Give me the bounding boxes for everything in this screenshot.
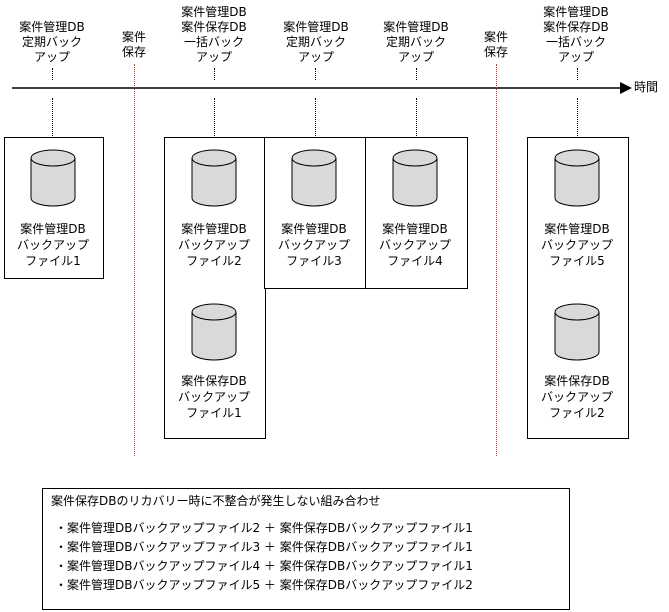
event-label-4: 案件管理DB 定期バック アップ bbox=[283, 20, 349, 64]
legend-box: 案件保存DBのリカバリー時に不整合が発生しない組み合わせ ・案件管理DBバックア… bbox=[42, 488, 570, 610]
connector-top-5 bbox=[416, 68, 417, 80]
database-icon bbox=[30, 149, 76, 207]
backup-box-3 bbox=[264, 137, 367, 289]
save-line-2 bbox=[496, 64, 497, 456]
connector-event-4 bbox=[315, 98, 316, 138]
event-label-3: 案件管理DB 案件保存DB 一括バック アップ bbox=[181, 5, 247, 64]
connector-event-7 bbox=[577, 98, 578, 138]
database-icon bbox=[291, 149, 337, 207]
database-icon bbox=[191, 149, 237, 207]
legend-row: ・案件管理DBバックアップファイル4 ＋ 案件保存DBバックアップファイル1 bbox=[55, 559, 473, 573]
database-icon bbox=[392, 149, 438, 207]
file-label-mgmt1: 案件管理DB バックアップ ファイル1 bbox=[16, 222, 89, 268]
event-label-2: 案件 保存 bbox=[121, 30, 146, 59]
event-label-1: 案件管理DB 定期バック アップ bbox=[19, 20, 85, 64]
connector-event-3 bbox=[214, 98, 215, 138]
database-icon bbox=[554, 149, 600, 207]
connector-top-4 bbox=[315, 68, 316, 80]
connector-top-3 bbox=[214, 68, 215, 80]
connector-top-7 bbox=[577, 68, 578, 80]
database-icon bbox=[191, 303, 237, 361]
connector-top-1 bbox=[52, 68, 53, 80]
legend-row: ・案件管理DBバックアップファイル5 ＋ 案件保存DBバックアップファイル2 bbox=[55, 578, 473, 592]
event-label-6: 案件 保存 bbox=[483, 30, 508, 59]
connector-event-5 bbox=[416, 98, 417, 138]
timeline-label: 時間 bbox=[634, 80, 659, 94]
file-label-mgmt3: 案件管理DB バックアップ ファイル3 bbox=[277, 222, 350, 268]
connector-event-1 bbox=[52, 98, 53, 138]
database-icon bbox=[554, 303, 600, 361]
file-label-store2: 案件保存DB バックアップ ファイル2 bbox=[540, 374, 613, 420]
file-label-mgmt4: 案件管理DB バックアップ ファイル4 bbox=[378, 222, 451, 268]
file-label-mgmt5: 案件管理DB バックアップ ファイル5 bbox=[540, 222, 613, 268]
legend-rows: ・案件管理DBバックアップファイル2 ＋ 案件保存DBバックアップファイル1 ・… bbox=[55, 519, 473, 595]
save-line-1 bbox=[134, 64, 135, 456]
timeline-arrow bbox=[12, 82, 632, 94]
legend-title: 案件保存DBのリカバリー時に不整合が発生しない組み合わせ bbox=[51, 494, 381, 508]
event-label-7: 案件管理DB 案件保存DB 一括バック アップ bbox=[543, 5, 609, 64]
file-label-store1: 案件保存DB バックアップ ファイル1 bbox=[177, 374, 250, 420]
legend-row: ・案件管理DBバックアップファイル2 ＋ 案件保存DBバックアップファイル1 bbox=[55, 521, 473, 535]
event-label-5: 案件管理DB 定期バック アップ bbox=[383, 20, 449, 64]
file-label-mgmt2: 案件管理DB バックアップ ファイル2 bbox=[177, 222, 250, 268]
legend-row: ・案件管理DBバックアップファイル3 ＋ 案件保存DBバックアップファイル1 bbox=[55, 540, 473, 554]
